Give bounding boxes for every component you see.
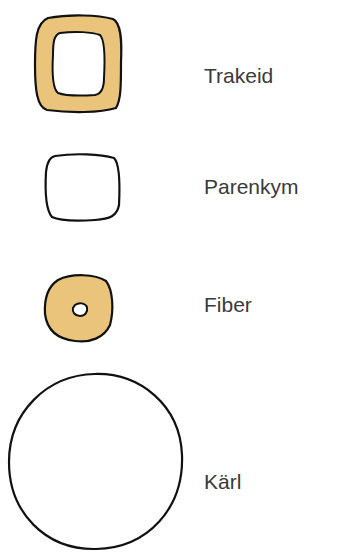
fiber-lumen xyxy=(73,303,87,316)
tracheid-wall xyxy=(35,15,121,112)
cell-type-label: Parenkym xyxy=(204,174,299,199)
vessel-element xyxy=(9,374,182,549)
cell-type-label: Kärl xyxy=(204,469,241,494)
fiber-wall xyxy=(45,275,112,341)
cell-type-label: Trakeid xyxy=(204,63,273,88)
tracheid-lumen xyxy=(53,32,105,96)
parenchyma-cell xyxy=(46,154,120,220)
cell-type-label: Fiber xyxy=(204,292,252,317)
